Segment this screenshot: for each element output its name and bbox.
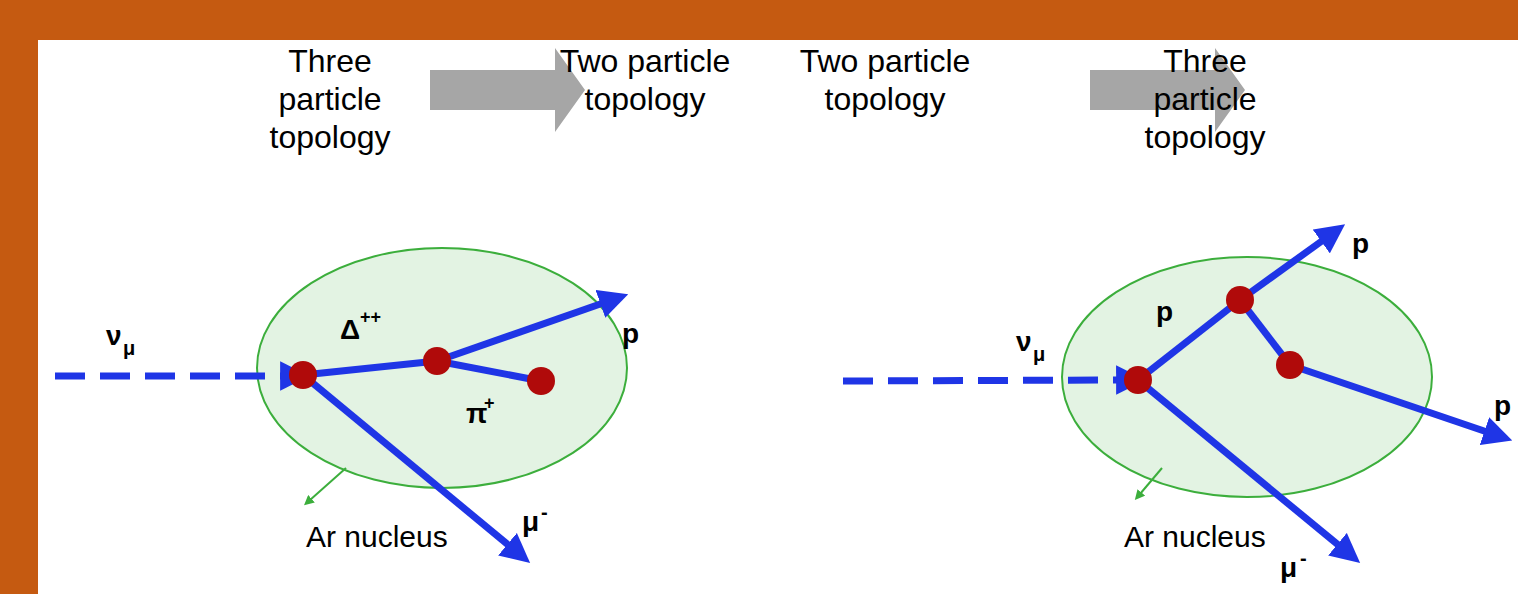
vertex-dot [1226,286,1254,314]
vertex-dot [1124,366,1152,394]
topology-heading: Two particle topology [555,42,735,118]
delta-track [303,361,437,375]
topology-heading: Three particle topology [240,42,420,156]
proton-track [437,302,606,361]
particle-symbol: p [1494,392,1511,420]
argon-nucleus [257,248,627,488]
neutrino-line [843,380,1122,381]
vertex-dot [423,347,451,375]
particle-symbol: Δ [340,316,360,344]
leader-arrow [1140,468,1162,494]
neutrino-line [55,373,286,380]
nucleus-label: Ar nucleus [306,522,448,552]
particle-superscript: + [484,394,495,412]
particle-superscript: - [541,502,548,522]
particle-symbol: ν [1016,328,1032,356]
vertex-dot [289,361,317,389]
particle-superscript: - [1300,548,1307,568]
particle-symbol: p [1352,230,1369,258]
nucleus-label: Ar nucleus [1124,522,1266,552]
proton-track [1240,238,1326,300]
vertex-dot [527,367,555,395]
vertex-dot [1276,351,1304,379]
particle-symbol: μ [1280,554,1297,582]
topology-heading: Three particle topology [1115,42,1295,156]
pion-track [437,361,541,381]
proton-track [1290,365,1490,433]
leader-arrow [310,468,346,500]
particle-symbol: p [622,320,639,348]
particle-subscript: μ [1033,344,1045,364]
particle-superscript: ++ [360,308,381,326]
particle-symbol: ν [106,322,122,350]
particle-symbol: p [1156,298,1173,326]
topology-heading: Two particle topology [795,42,975,118]
particle-subscript: μ [123,338,135,358]
particle-symbol: μ [522,508,539,536]
proton-track [1138,300,1240,380]
